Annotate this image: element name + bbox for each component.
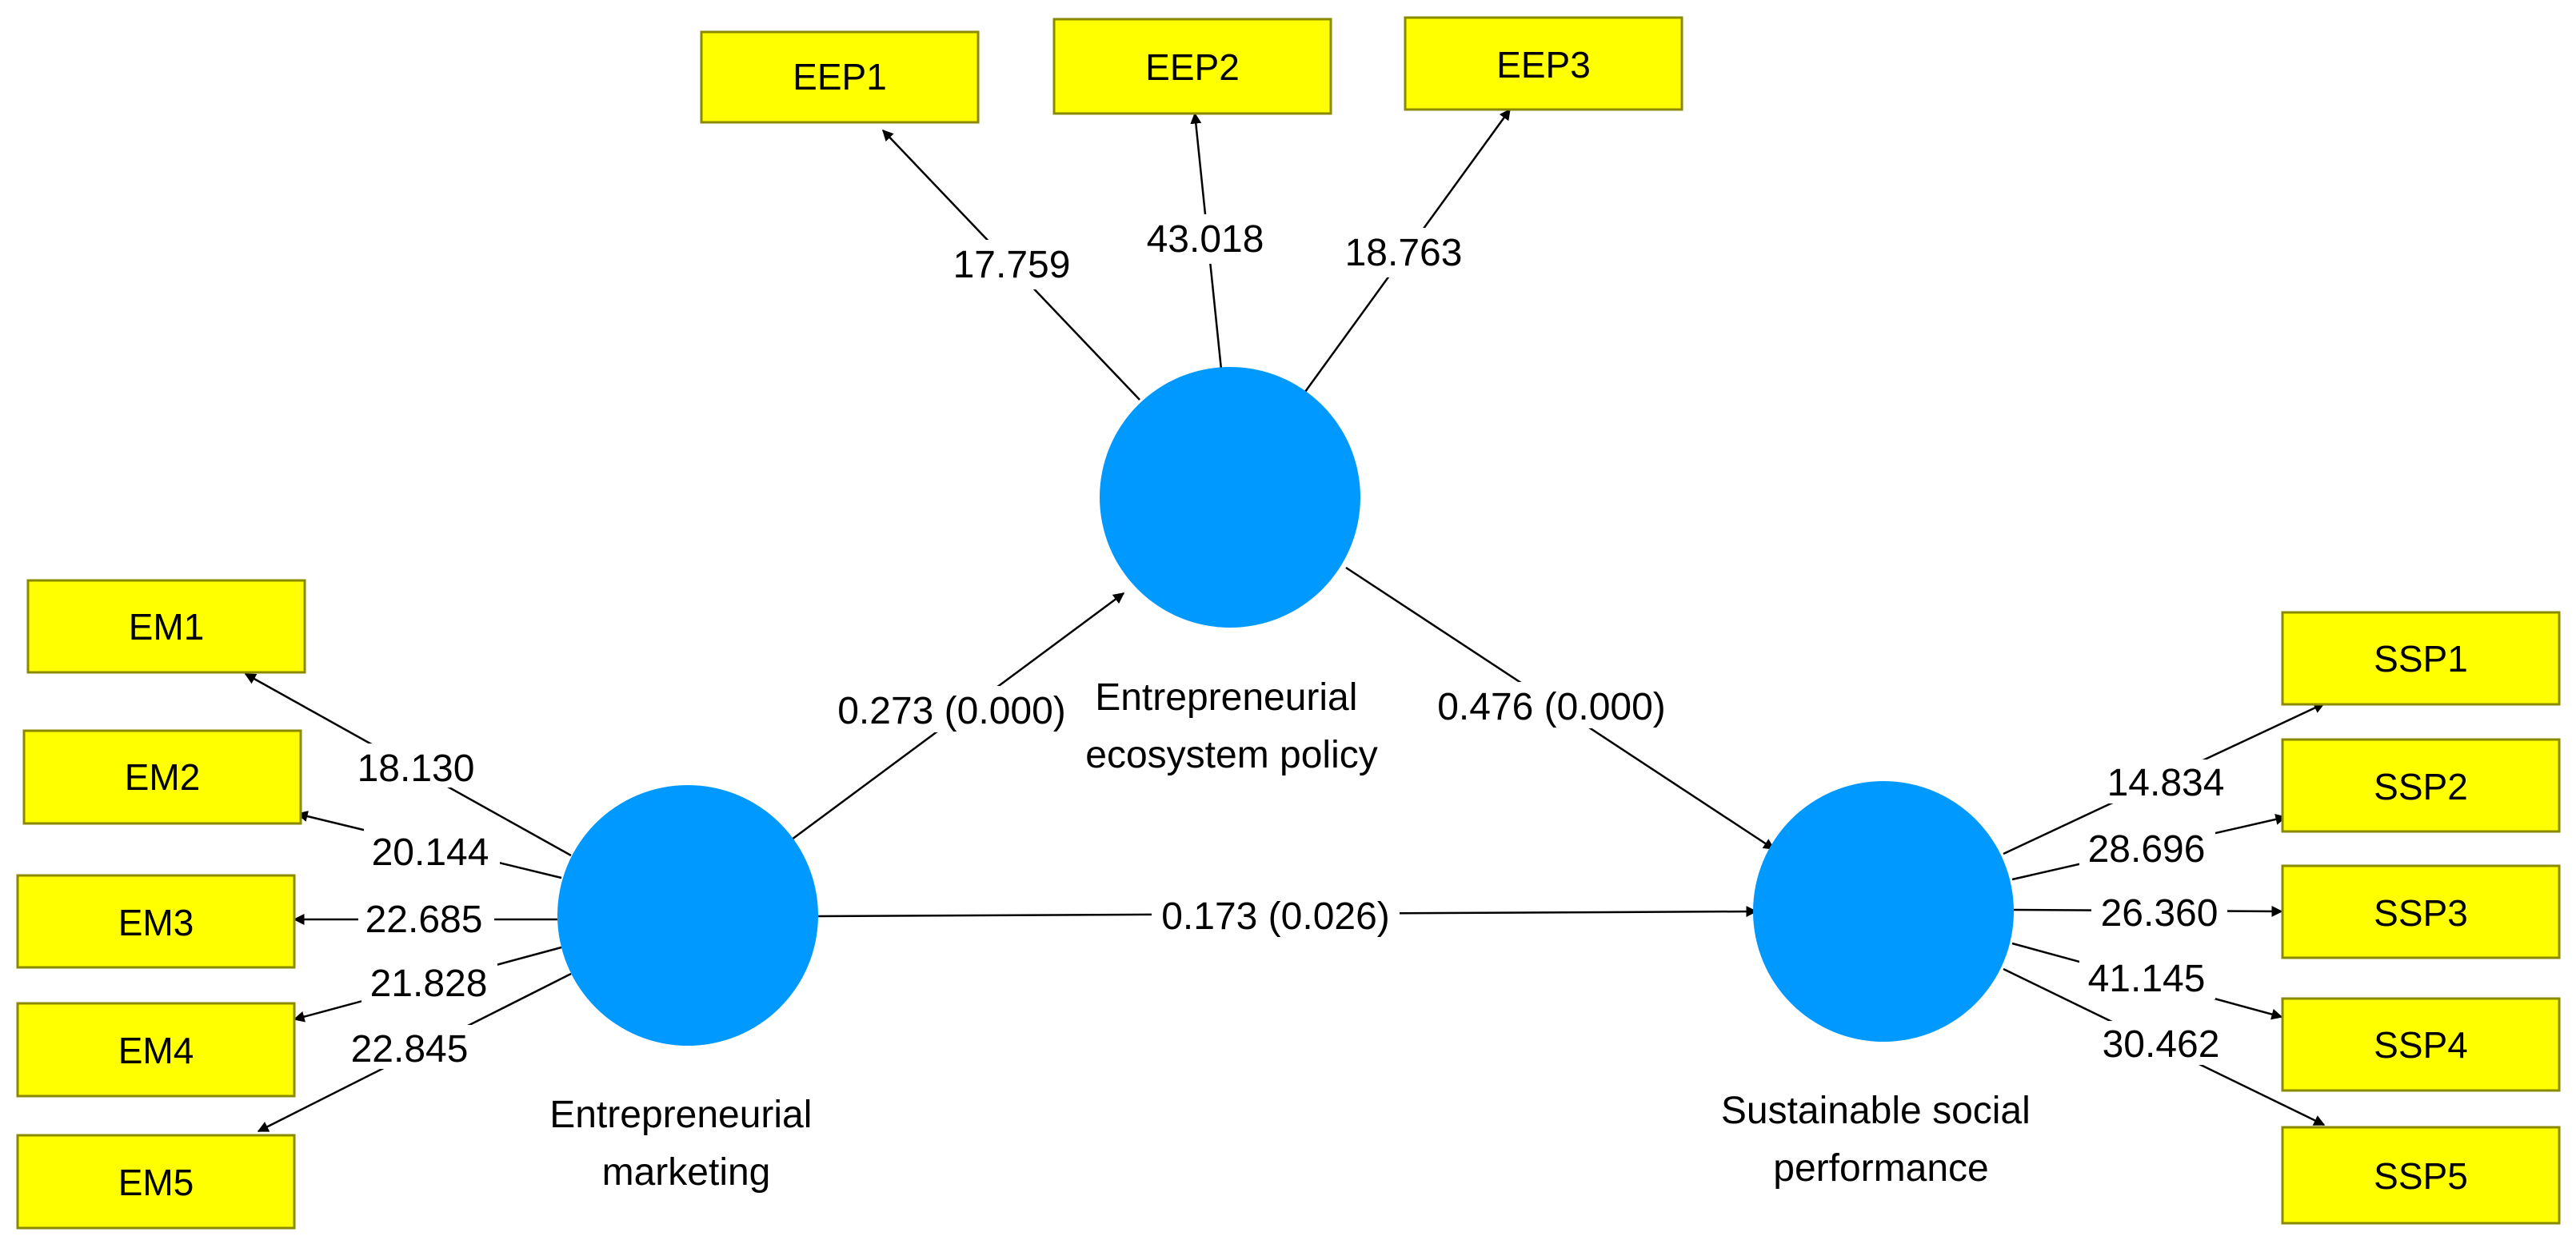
indicator-ssp4[interactable]: SSP4 [2281, 997, 2561, 1092]
construct-labels: Entrepreneurial ecosystem policy Entrepr… [549, 676, 2041, 1194]
construct-label-ssp-line1: Sustainable social [1721, 1090, 2031, 1132]
path-label-em-eep: 0.273 (0.000) [837, 690, 1066, 732]
indicator-ssp1[interactable]: SSP1 [2281, 611, 2561, 706]
construct-label-em-line1: Entrepreneurial [549, 1094, 812, 1136]
construct-label-eep-line1: Entrepreneurial [1095, 676, 1357, 719]
indicator-em3[interactable]: EM3 [16, 874, 296, 969]
construct-label-em-line2: marketing [602, 1151, 771, 1194]
svg-text:Sustainable social perfo: Sustainable social performance [1721, 1090, 2041, 1190]
indicator-ssp2[interactable]: SSP2 [2281, 738, 2561, 833]
constructs-layer [557, 367, 2014, 1046]
weight-label-eep2: 43.018 [1147, 218, 1264, 261]
weight-label-eep1: 17.759 [953, 244, 1071, 286]
indicator-em1[interactable]: EM1 [26, 579, 306, 674]
indicator-ssp3[interactable]: SSP3 [2281, 864, 2561, 959]
indicator-em2[interactable]: EM2 [22, 729, 302, 825]
indicator-label-em5: EM5 [118, 1162, 194, 1203]
indicator-label-em1: EM1 [129, 606, 205, 648]
indicator-label-eep2: EEP2 [1145, 46, 1240, 88]
construct-label-eep-line2: ecosystem policy [1085, 734, 1377, 776]
indicator-label-ssp5: SSP5 [2374, 1155, 2468, 1197]
weight-label-ssp5: 30.462 [2103, 1023, 2220, 1066]
indicator-em5[interactable]: EM5 [16, 1134, 296, 1230]
indicator-label-ssp4: SSP4 [2374, 1024, 2468, 1066]
indicator-em4[interactable]: EM4 [16, 1002, 296, 1098]
construct-circle-eep[interactable] [1100, 367, 1360, 628]
construct-circle-ssp[interactable] [1753, 781, 2014, 1042]
weight-label-em1: 18.130 [357, 748, 475, 790]
indicator-label-em2: EM2 [125, 756, 201, 798]
weight-label-ssp2: 28.696 [2088, 828, 2206, 871]
indicator-label-ssp2: SSP2 [2374, 766, 2468, 807]
indicator-eep3[interactable]: EEP3 [1404, 16, 1683, 111]
indicator-ssp5[interactable]: SSP5 [2281, 1126, 2561, 1225]
path-coefficient-labels: 0.273 (0.000) 0.476 (0.000) 0.173 (0.026… [828, 682, 1675, 938]
indicator-label-em3: EM3 [118, 902, 194, 943]
weight-label-eep3: 18.763 [1345, 232, 1463, 274]
indicator-eep1[interactable]: EEP1 [700, 30, 980, 124]
indicator-label-ssp1: SSP1 [2374, 638, 2468, 680]
indicator-label-em4: EM4 [118, 1030, 194, 1071]
path-label-eep-ssp: 0.476 (0.000) [1437, 686, 1666, 728]
indicator-label-eep1: EEP1 [793, 56, 887, 98]
indicator-label-ssp3: SSP3 [2374, 892, 2468, 934]
outer-weight-labels: 17.759 43.018 18.763 18.130 20.144 22.68… [340, 214, 2235, 1071]
weight-label-em2: 20.144 [372, 831, 489, 874]
construct-label-ssp-line2: performance [1773, 1147, 1988, 1190]
weight-label-em4: 21.828 [370, 963, 488, 1005]
indicator-label-eep3: EEP3 [1496, 44, 1591, 86]
indicators-layer: EEP1 EEP2 EEP3 EM1 EM2 EM3 EM4 EM [16, 16, 2561, 1230]
indicator-eep2[interactable]: EEP2 [1052, 18, 1332, 115]
edges-layer [244, 108, 2326, 1133]
weight-label-em5: 22.845 [351, 1028, 469, 1071]
svg-text:Entrepreneurial marketin: Entrepreneurial marketing [549, 1094, 823, 1194]
construct-circle-em[interactable] [557, 785, 818, 1046]
path-label-em-ssp: 0.173 (0.026) [1161, 895, 1390, 938]
weight-label-em3: 22.685 [365, 899, 483, 941]
weight-label-ssp1: 14.834 [2107, 762, 2225, 804]
svg-text:Entrepreneurial ecosyste: Entrepreneurial ecosystem policy [1085, 676, 1377, 776]
weight-label-ssp4: 41.145 [2088, 958, 2206, 1000]
weight-label-ssp3: 26.360 [2101, 892, 2219, 935]
